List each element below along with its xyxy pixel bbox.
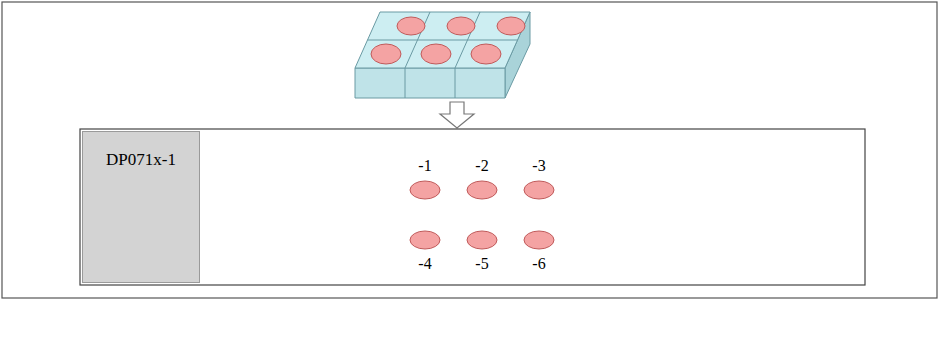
down-arrow	[440, 102, 474, 128]
spot	[410, 181, 440, 199]
well	[471, 44, 501, 64]
spot	[524, 231, 554, 249]
spot	[467, 231, 497, 249]
well-group	[371, 17, 525, 64]
spot-number: -6	[532, 255, 545, 273]
spot-number: -1	[418, 157, 431, 175]
node-text: DP071x-1	[83, 150, 199, 170]
cell-line	[405, 68, 406, 98]
spot	[467, 181, 497, 199]
tray-front	[355, 68, 505, 98]
spot-number: -2	[475, 157, 488, 175]
cell-line	[368, 40, 518, 41]
spot-group	[410, 181, 554, 249]
spot-number: -5	[475, 255, 488, 273]
spot-number: -3	[532, 157, 545, 175]
well	[447, 17, 475, 35]
well	[497, 17, 525, 35]
spot	[410, 231, 440, 249]
outer-frame	[2, 2, 937, 298]
spot-number: -4	[418, 255, 431, 273]
well	[421, 44, 451, 64]
label-box: DP071x-1	[82, 131, 200, 283]
spot	[524, 181, 554, 199]
tray-top	[355, 12, 530, 68]
cell-line	[455, 68, 456, 98]
well	[371, 44, 401, 64]
plate-outline	[80, 129, 865, 285]
well	[397, 17, 425, 35]
